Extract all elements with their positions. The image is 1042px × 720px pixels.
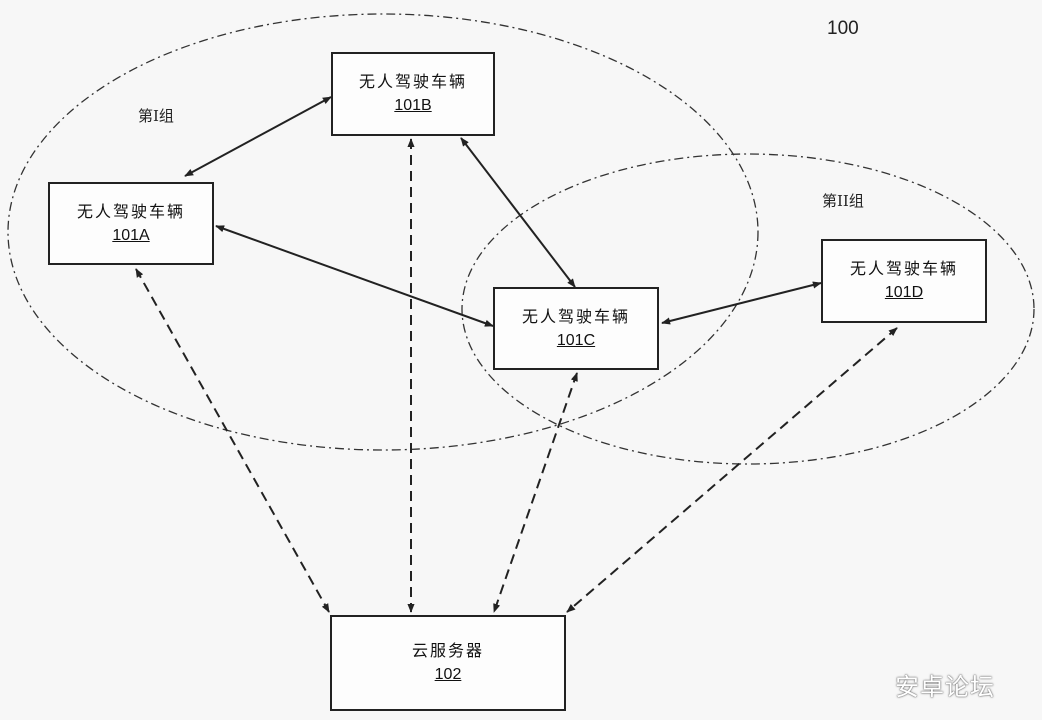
vehicle-node-code: 101D <box>884 284 924 301</box>
group-1-label: 第I组 <box>138 107 174 125</box>
cloud-link-a-server <box>135 268 330 613</box>
vehicle-node-title: 无人驾驶车辆 <box>76 201 185 221</box>
v2v-link-c-d <box>661 281 822 325</box>
vehicle-node-101c[interactable]: 无人驾驶车辆 101C <box>493 287 659 370</box>
vehicle-node-101d[interactable]: 无人驾驶车辆 101D <box>821 239 987 323</box>
cloud-link-d-server <box>566 327 898 613</box>
watermark: 安卓论坛 <box>895 673 995 701</box>
vehicle-node-title: 无人驾驶车辆 <box>358 72 467 91</box>
server-node-title: 云服务器 <box>411 641 484 660</box>
cloud-link-c-server <box>493 372 578 613</box>
vehicle-node-code: 101C <box>556 331 596 349</box>
group-2-label: 第II组 <box>822 192 864 210</box>
vehicle-node-title: 无人驾驶车辆 <box>849 259 958 278</box>
cloud-server-node[interactable]: 云服务器 102 <box>330 615 566 711</box>
server-node-code: 102 <box>434 666 462 683</box>
group-1-boundary <box>7 13 759 451</box>
v2v-link-a-b <box>184 96 332 177</box>
v2v-link-a-c <box>215 225 494 327</box>
vehicle-node-101b[interactable]: 无人驾驶车辆 101B <box>331 52 495 136</box>
vehicle-node-code: 101A <box>112 226 150 244</box>
v2v-link-b-c <box>460 137 576 288</box>
vehicle-node-code: 101B <box>394 97 432 114</box>
vehicle-node-title: 无人驾驶车辆 <box>521 306 630 326</box>
vehicle-node-101a[interactable]: 无人驾驶车辆 101A <box>48 182 214 265</box>
figure-label: 100 <box>827 18 859 39</box>
